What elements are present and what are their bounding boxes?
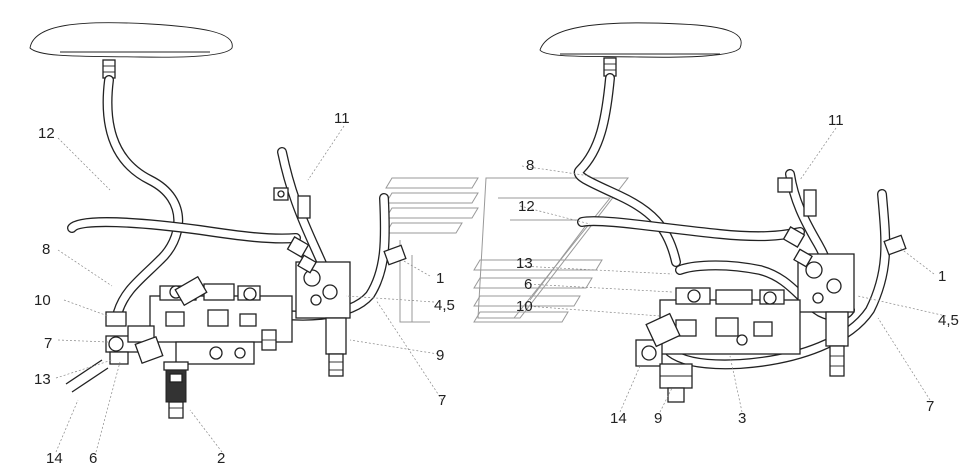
label-6-center: 6 <box>524 276 532 293</box>
label-1-left: 1 <box>436 270 444 287</box>
left-assembly <box>29 22 407 419</box>
label-9-right: 9 <box>654 410 662 427</box>
leader-lines <box>55 125 947 453</box>
label-9-left: 9 <box>436 347 444 364</box>
label-14-left: 14 <box>46 450 63 467</box>
label-8-center: 8 <box>526 157 534 174</box>
label-3-right: 3 <box>738 410 746 427</box>
labels-left: 12 11 8 10 7 13 14 6 2 1 4,5 9 7 <box>34 110 455 467</box>
labels-right: 11 1 4,5 14 9 3 7 <box>610 112 959 427</box>
label-13-left: 13 <box>34 371 51 388</box>
label-12-left: 12 <box>38 125 55 142</box>
label-11-right: 11 <box>828 112 844 129</box>
label-7-left: 7 <box>44 335 52 352</box>
label-4-5-right: 4,5 <box>938 312 959 329</box>
right-cloud-shape <box>539 22 742 58</box>
label-1-right: 1 <box>938 268 946 285</box>
label-13-center: 13 <box>516 255 533 272</box>
left-cloud-shape <box>29 22 233 58</box>
label-10-center: 10 <box>516 298 533 315</box>
label-7b-left: 7 <box>438 392 446 409</box>
labels-center: 8 12 13 6 10 <box>516 157 535 315</box>
label-4-5-left: 4,5 <box>434 297 455 314</box>
label-11-left: 11 <box>334 110 350 127</box>
label-2-left: 2 <box>217 450 225 467</box>
label-8-left: 8 <box>42 241 50 258</box>
label-10-left: 10 <box>34 292 51 309</box>
label-7-right: 7 <box>926 398 934 415</box>
label-12-center: 12 <box>518 198 535 215</box>
label-6-left: 6 <box>89 450 97 467</box>
watermark <box>385 177 630 323</box>
label-14-right: 14 <box>610 410 627 427</box>
right-assembly <box>539 22 907 403</box>
